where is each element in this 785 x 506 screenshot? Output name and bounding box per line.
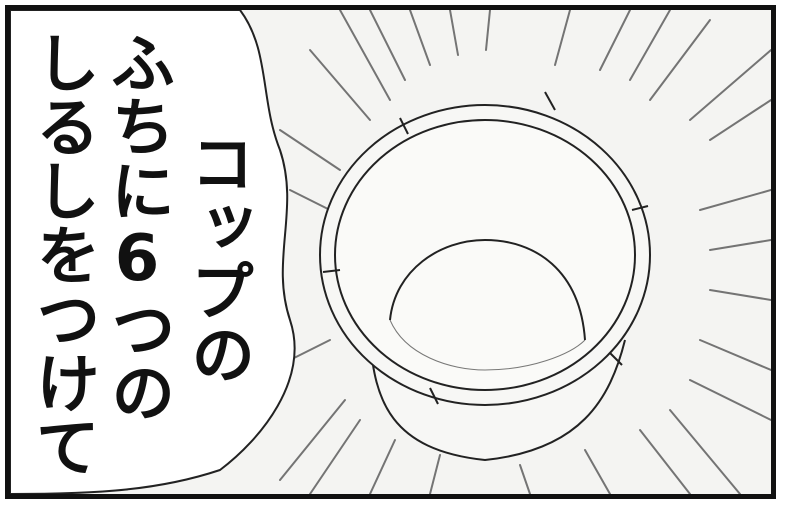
speech-bubble xyxy=(10,10,296,494)
caption-line-1: コップの xyxy=(180,130,254,386)
rim-marks xyxy=(322,91,649,405)
comic-panel: コップの ふちに6つの しるしをつけて xyxy=(5,5,776,499)
speed-lines xyxy=(279,10,771,494)
caption-line-2: ふちに6つの xyxy=(100,30,174,424)
comic-artwork xyxy=(10,10,771,494)
caption-line-3: しるしをつけて xyxy=(25,30,99,478)
cup-drawing xyxy=(319,91,651,462)
